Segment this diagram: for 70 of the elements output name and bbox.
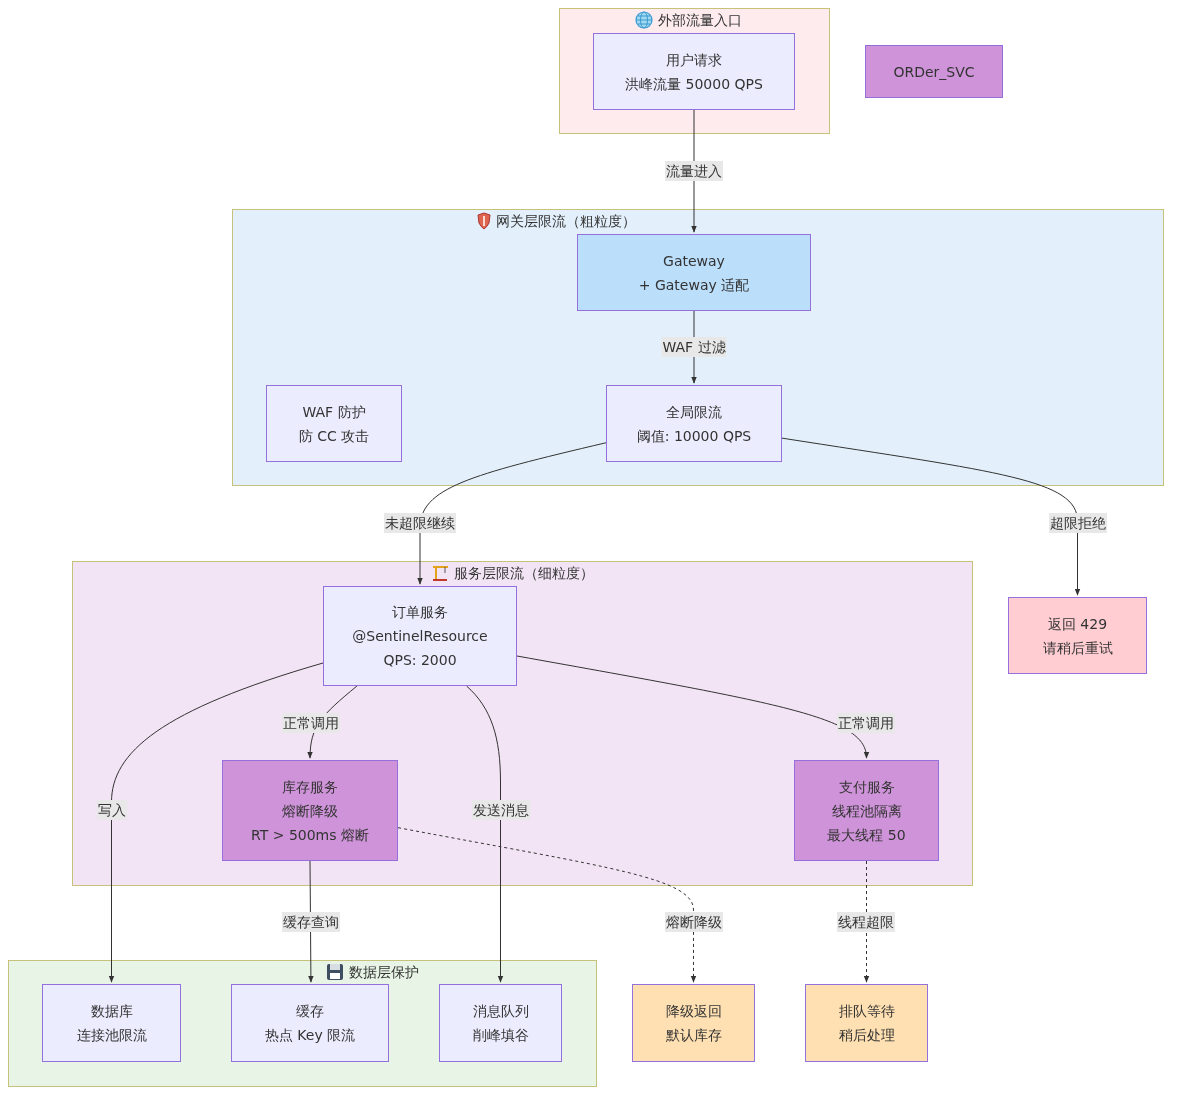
process-box xyxy=(794,760,939,861)
box-text: 支付服务 xyxy=(838,777,895,797)
process-box xyxy=(805,984,928,1062)
process-box xyxy=(865,45,1003,98)
box-text: 热点 Key 限流 xyxy=(264,1026,356,1045)
box-text: 库存服务 xyxy=(282,777,338,797)
box-text: WAF 防护 xyxy=(302,402,366,422)
box-text: ORDer_SVC xyxy=(893,62,975,82)
process-box xyxy=(632,984,755,1062)
group-panel xyxy=(232,209,1164,486)
process-box xyxy=(42,984,181,1062)
box-text: 线程池隔离 xyxy=(831,801,902,821)
process-box xyxy=(231,984,389,1062)
edge-label: 未超限继续 xyxy=(384,513,456,533)
process-box xyxy=(606,385,782,462)
edge-label: 缓存查询 xyxy=(282,912,340,932)
group-title: 外部流量入口 xyxy=(658,11,742,30)
box-text: 洪峰流量 50000 QPS xyxy=(625,74,763,94)
box-text: 熔断降级 xyxy=(282,801,338,821)
group-title: 网关层限流（粗粒度） xyxy=(496,212,636,231)
process-box xyxy=(439,984,562,1062)
box-text: 用户请求 xyxy=(666,50,722,70)
arrow xyxy=(863,860,870,983)
box-text: RT > 500ms 熔断 xyxy=(251,825,369,845)
edge-label: 线程超限 xyxy=(837,912,895,932)
edge-label: 流量进入 xyxy=(665,161,723,181)
box-text: 返回 429 xyxy=(1047,614,1108,634)
box-text: + Gateway 适配 xyxy=(638,275,750,295)
box-text: Gateway xyxy=(663,251,725,271)
edge-label: 正常调用 xyxy=(282,713,340,733)
arrow xyxy=(108,662,324,983)
box-text: 缓存 xyxy=(296,1002,324,1021)
process-box xyxy=(593,33,795,110)
edge-label: 熔断降级 xyxy=(665,912,723,932)
edge-label: 写入 xyxy=(97,800,127,820)
box-text: 订单服务 xyxy=(392,603,448,622)
box-text: 消息队列 xyxy=(472,1002,529,1021)
box-text: 最大线程 50 xyxy=(827,825,906,845)
process-box xyxy=(222,760,398,861)
edge-label: 发送消息 xyxy=(472,800,530,820)
process-box xyxy=(577,234,811,311)
edge-label: 正常调用 xyxy=(837,713,895,733)
group-panel xyxy=(8,960,597,1087)
box-text: 请稍后重试 xyxy=(1042,638,1113,658)
arrow xyxy=(466,685,504,983)
edge-label: WAF 过滤 xyxy=(661,337,727,357)
arrow xyxy=(516,655,869,759)
group-panel xyxy=(72,561,973,886)
process-box xyxy=(323,586,517,686)
box-text: 数据库 xyxy=(90,1002,133,1021)
group-title: 服务层限流（细粒度） xyxy=(454,564,594,583)
box-text: QPS: 2000 xyxy=(383,651,457,670)
box-text: 削峰填谷 xyxy=(472,1026,529,1045)
process-box xyxy=(1008,597,1147,674)
process-box xyxy=(266,385,402,462)
box-text: 连接池限流 xyxy=(76,1026,147,1045)
box-text: 阈值: 10000 QPS xyxy=(636,426,752,446)
box-text: 默认库存 xyxy=(665,1026,722,1045)
arrow xyxy=(781,437,1081,596)
box-text: @SentinelResource xyxy=(352,627,488,646)
group-title: 数据层保护 xyxy=(349,963,419,982)
box-text: 防 CC 攻击 xyxy=(298,426,370,446)
group-panel xyxy=(559,8,830,134)
arrow xyxy=(397,827,697,983)
box-text: 排队等待 xyxy=(838,1002,895,1021)
box-text: 稍后处理 xyxy=(838,1026,895,1045)
box-text: 降级返回 xyxy=(665,1002,722,1021)
arrow xyxy=(417,442,607,585)
box-text: 全局限流 xyxy=(666,402,722,422)
edge-label: 超限拒绝 xyxy=(1049,513,1107,533)
